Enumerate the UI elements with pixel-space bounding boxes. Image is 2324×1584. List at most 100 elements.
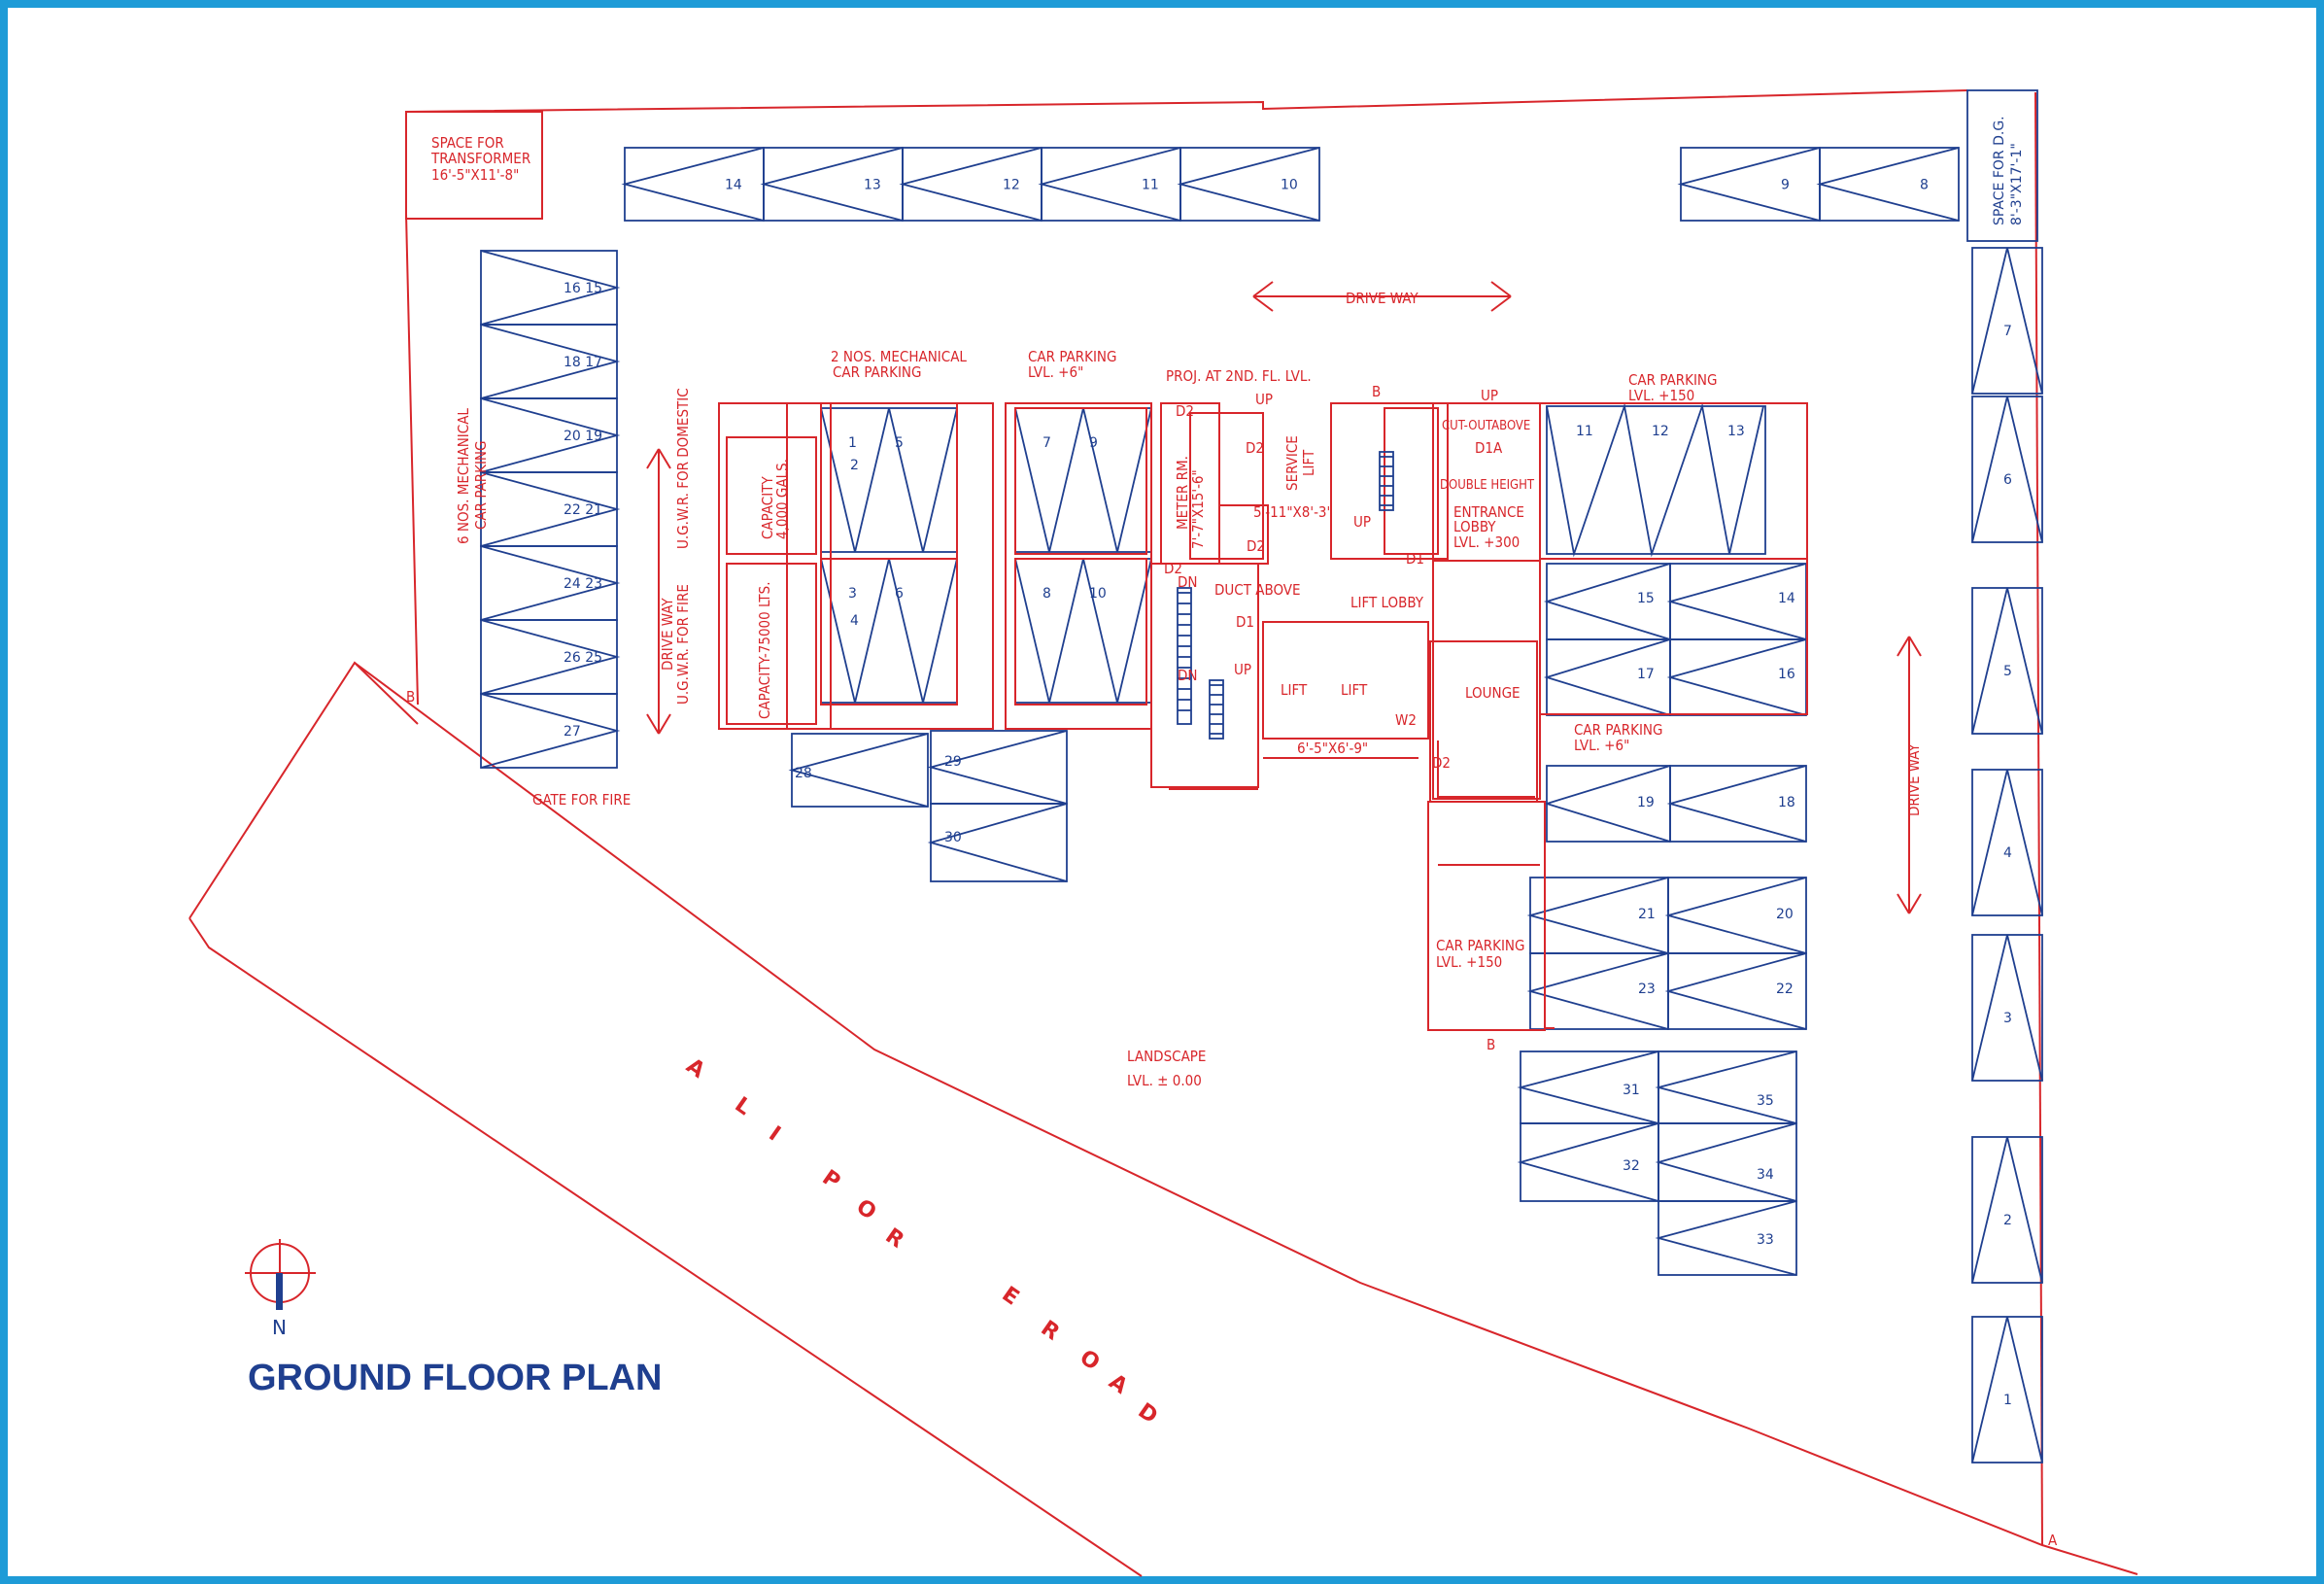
stairs: [1177, 451, 1394, 740]
stall-top-10: 10: [1177, 147, 1320, 222]
capacity-2: CAPACITY-75000 LTS.: [756, 581, 773, 719]
stall-right-2: 2: [1971, 1136, 2043, 1284]
road-letter-7: R: [1037, 1316, 1064, 1345]
stall-18: 18: [1666, 765, 1807, 843]
stall-30: 30: [927, 803, 1068, 882]
door-d1a: D1A: [1475, 439, 1503, 457]
stall-top-12-label: 12: [1003, 178, 1020, 193]
driveway-top: DRIVE WAY: [1346, 290, 1418, 307]
carpark-right-label-1: CAR PARKING: [1628, 371, 1717, 389]
stall-right-5: 5: [1971, 587, 2043, 735]
stall-34-label: 34: [1757, 1167, 1774, 1183]
stall-left-3-label: 22 21: [564, 502, 602, 518]
stall-right-3-label: 3: [2003, 1011, 2012, 1026]
stall-top-14: 14: [621, 147, 765, 222]
mech2-label-2: CAR PARKING: [833, 363, 921, 381]
dg-space: SPACE FOR D.G. 8'-3"X17'-1": [1966, 89, 2038, 242]
mid-block-2-label-1: 10: [1089, 586, 1107, 602]
stall-right-3: 3: [1971, 934, 2043, 1082]
stair-up-1: UP: [1255, 391, 1273, 408]
cutout-label: CUT-OUTABOVE: [1442, 419, 1530, 433]
road-letter-3: P: [818, 1165, 845, 1194]
mech6-label-2: CAR PARKING: [472, 441, 490, 530]
entrance-label-1: ENTRANCE: [1453, 503, 1524, 521]
transformer-space: SPACE FOR TRANSFORMER 16'-5"X11'-8": [405, 111, 543, 220]
marker-a: A: [2048, 1532, 2058, 1549]
service-label-2: LIFT: [1300, 449, 1317, 476]
stair-dn-1: DN: [1178, 573, 1198, 591]
stall-23-label: 23: [1638, 981, 1656, 997]
stall-right-1-label: 1: [2003, 1393, 2012, 1408]
stall-34: 34: [1655, 1122, 1797, 1202]
site-boundary: [188, 89, 2138, 1577]
stall-20: 20: [1664, 877, 1807, 954]
capacity-1b: 4,000 GALS.: [773, 459, 791, 539]
marker-b-3: B: [1487, 1036, 1495, 1053]
meter-label-1: METER RM.: [1174, 456, 1191, 530]
stall-left-4-label: 24 23: [564, 576, 602, 592]
stall-32: 32: [1517, 1122, 1659, 1202]
stall-33-label: 33: [1757, 1232, 1774, 1248]
stall-20-label: 20: [1776, 907, 1794, 922]
transformer-label-3: 16'-5"X11'-8": [431, 166, 519, 184]
stair-up-2: UP: [1481, 387, 1498, 404]
proj-label: PROJ. AT 2ND. FL. LVL.: [1166, 367, 1312, 385]
window-w2: W2: [1395, 711, 1417, 729]
double-height-label: DOUBLE HEIGHT: [1440, 478, 1535, 493]
stall-31-label: 31: [1623, 1083, 1640, 1098]
stall-16-label: 16: [1778, 667, 1795, 682]
carpark-r2-label-2: LVL. +6": [1574, 737, 1629, 754]
stall-left-2: 20 19: [480, 397, 621, 473]
lift-label-1: LIFT: [1281, 681, 1308, 699]
door-d1-1: D1: [1406, 550, 1424, 568]
stall-top-13-label: 13: [864, 178, 881, 193]
lounge-label: LOUNGE: [1465, 684, 1521, 702]
stall-top-13: 13: [760, 147, 904, 222]
carpark-r2-label-1: CAR PARKING: [1574, 721, 1662, 739]
stall-33: 33: [1655, 1200, 1797, 1276]
stall-15: 15: [1543, 563, 1671, 640]
stall-right-7: 7: [1971, 247, 2043, 395]
stall-29-label: 29: [944, 754, 962, 770]
ugwr-fire-label: U.G.W.R. FOR FIRE: [674, 584, 692, 705]
stall-top-10-label: 10: [1281, 178, 1298, 193]
lift-label-2: LIFT: [1341, 681, 1368, 699]
stall-right-2-label: 2: [2003, 1213, 2012, 1228]
north-symbol: N: [245, 1239, 316, 1339]
road-letter-5: R: [881, 1223, 908, 1253]
driveway-right: DRIVE WAY: [1905, 743, 1923, 816]
dg-label-2: 8'-3"X17'-1": [2009, 143, 2025, 225]
road-letter-8: O: [1076, 1345, 1105, 1375]
carpark-right-label-2: LVL. +150: [1628, 387, 1694, 404]
stall-17-label: 17: [1637, 667, 1655, 682]
transformer-label-1: SPACE FOR: [431, 134, 504, 152]
carpark-r3-label-2: LVL. +150: [1436, 953, 1502, 971]
stall-top-8-label: 8: [1920, 178, 1929, 193]
stall-30-label: 30: [944, 830, 962, 845]
stall-top-9: 9: [1677, 147, 1821, 222]
arrows: [646, 281, 1922, 914]
service-dim: 5'-11"X8'-3": [1253, 503, 1333, 521]
stall-18-label: 18: [1778, 795, 1795, 810]
door-d2-3: D2: [1247, 537, 1265, 555]
door-d1-2: D1: [1236, 613, 1254, 631]
stall-16: 16: [1666, 638, 1807, 716]
stall-top-12: 12: [899, 147, 1042, 222]
page-title: GROUND FLOOR PLAN: [248, 1358, 662, 1398]
stall-left-0-label: 16 15: [564, 281, 602, 296]
stall-top-9-label: 9: [1781, 178, 1790, 193]
mech-block-1-label-0: 1: [848, 435, 857, 451]
dg-label-1: SPACE FOR D.G.: [1992, 116, 2007, 225]
capacity-1a: CAPACITY: [759, 476, 776, 539]
stall-right-7-label: 7: [2003, 324, 2012, 339]
road-letter-0: A: [682, 1053, 709, 1083]
stall-21: 21: [1526, 877, 1669, 954]
building-block: [718, 402, 1808, 1031]
mech-block-2-label-0: 3: [848, 586, 857, 602]
stall-right-6-label: 6: [2003, 472, 2012, 488]
stall-23: 23: [1526, 952, 1669, 1030]
stall-right-top-label-13: 13: [1727, 424, 1745, 439]
